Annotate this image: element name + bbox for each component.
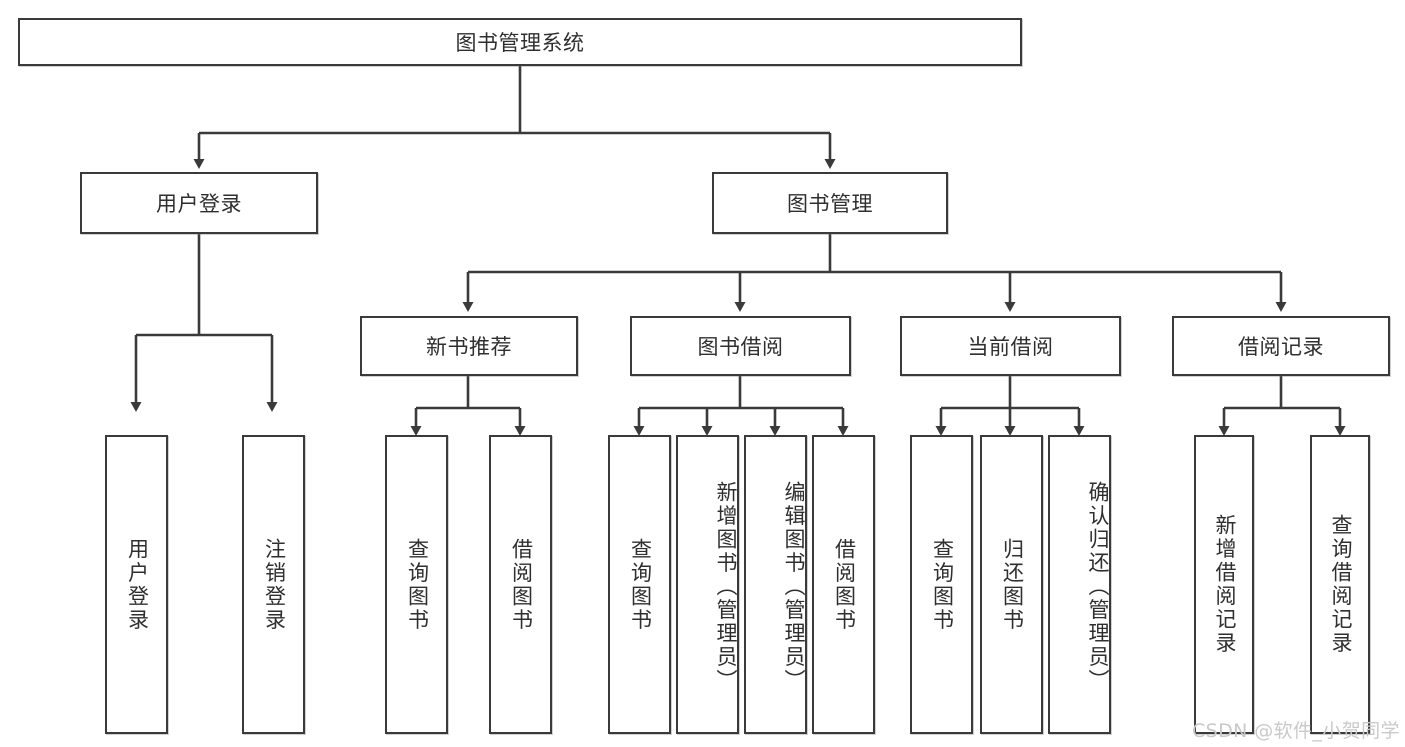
leaf-borrow-book-new[interactable]: 借阅图书 [489,435,552,734]
leaf-add-book-admin-label: 新增图书（管理员） [714,480,738,693]
node-user-login-label: 用户登录 [156,192,242,216]
node-root[interactable]: 图书管理系统 [18,18,1022,66]
node-book-borrow-label: 图书借阅 [697,335,784,359]
node-current-borrow-label: 当前借阅 [967,335,1054,359]
leaf-query-book-borrow[interactable]: 查询图书 [608,435,671,734]
node-borrow-records-label: 借阅记录 [1238,335,1324,359]
node-new-book-recommend-label: 新书推荐 [426,335,512,359]
leaf-borrow-book-label: 借阅图书 [832,537,857,632]
csdn-watermark: CSDN @软件_小贺同学 [1192,720,1400,742]
leaf-borrow-book[interactable]: 借阅图书 [812,435,875,734]
node-book-management-label: 图书管理 [787,192,873,216]
node-book-management[interactable]: 图书管理 [712,172,948,234]
leaf-query-borrow-record[interactable]: 查询借阅记录 [1310,435,1370,734]
node-new-book-recommend[interactable]: 新书推荐 [360,316,578,376]
leaf-query-book-current[interactable]: 查询图书 [910,435,973,734]
node-book-borrow[interactable]: 图书借阅 [630,316,851,376]
leaf-return-book-label: 归还图书 [1000,537,1025,632]
leaf-add-borrow-record[interactable]: 新增借阅记录 [1194,435,1254,734]
node-user-login[interactable]: 用户登录 [80,172,318,234]
leaf-edit-book-admin-label: 编辑图书（管理员） [782,480,806,693]
leaf-confirm-return-admin-label: 确认归还（管理员） [1086,480,1110,693]
leaf-edit-book-admin[interactable]: 编辑图书（管理员） [744,435,807,734]
leaf-query-book-current-label: 查询图书 [930,537,955,632]
leaf-query-book-borrow-label: 查询图书 [628,537,653,632]
node-root-label: 图书管理系统 [455,31,585,55]
leaf-query-borrow-record-label: 查询借阅记录 [1328,514,1353,655]
leaf-user-login[interactable]: 用户登录 [105,435,168,734]
leaf-query-book-new-label: 查询图书 [405,537,430,632]
leaf-user-login-label: 用户登录 [125,537,150,632]
node-borrow-records[interactable]: 借阅记录 [1172,316,1390,376]
leaf-borrow-book-new-label: 借阅图书 [509,537,534,632]
leaf-add-borrow-record-label: 新增借阅记录 [1212,514,1237,655]
leaf-confirm-return-admin[interactable]: 确认归还（管理员） [1048,435,1111,734]
leaf-logout-label: 注销登录 [262,537,287,632]
leaf-query-book-new[interactable]: 查询图书 [385,435,448,734]
leaf-logout[interactable]: 注销登录 [242,435,305,734]
node-current-borrow[interactable]: 当前借阅 [900,316,1121,376]
leaf-add-book-admin[interactable]: 新增图书（管理员） [676,435,739,734]
leaf-return-book[interactable]: 归还图书 [980,435,1043,734]
